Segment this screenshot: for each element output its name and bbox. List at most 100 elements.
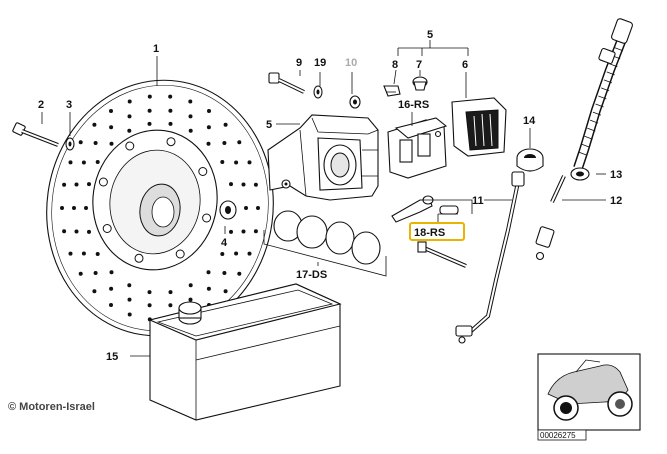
disc-hole (109, 109, 113, 113)
hub-bolt (198, 167, 208, 176)
hub-bolt (98, 177, 108, 187)
hose-rib (603, 79, 613, 84)
label-5-caliper: 5 (266, 119, 272, 131)
disc-hole (127, 312, 132, 317)
disc-hole (147, 121, 152, 126)
disc-hole (253, 182, 258, 187)
hose-rib (598, 95, 607, 100)
hub-bolt (102, 224, 112, 233)
fitting-12 (535, 175, 566, 261)
disc-hole (93, 141, 98, 145)
disc-hole (74, 182, 79, 187)
label-5-top: 5 (427, 29, 433, 41)
disc-hole (62, 229, 67, 234)
disc-hole (78, 271, 83, 276)
disc-hole (223, 289, 228, 294)
disc-hole (147, 108, 152, 113)
leader-lines (41, 40, 606, 357)
hose-rib (606, 71, 615, 76)
hub-bolt (134, 253, 144, 263)
bleeder-valve-8 (383, 85, 401, 97)
disc-hole (206, 141, 211, 146)
disc-hole (109, 303, 113, 307)
disc-hole (247, 160, 252, 165)
disc-hole (68, 160, 73, 165)
disc-hole (147, 94, 152, 99)
disc-hole (127, 114, 132, 119)
hose-rib (600, 87, 610, 92)
hose-rib (595, 103, 604, 108)
disc-hole (222, 141, 227, 145)
disc-hole (168, 108, 173, 113)
disc-hole (87, 229, 91, 234)
disc-hole (109, 125, 114, 130)
label-4: 4 (221, 237, 228, 249)
brake-caliper (267, 114, 379, 201)
disc-hole (109, 141, 114, 146)
disc-hole (168, 121, 173, 126)
hose-rib (584, 135, 593, 140)
disc-hole (60, 206, 64, 210)
disc-hole (92, 289, 97, 294)
disc-hole (168, 290, 173, 295)
disc-hole (109, 286, 114, 291)
disc-hole (109, 270, 114, 275)
highlight-18-rs (409, 222, 465, 241)
label-6: 6 (462, 59, 468, 71)
disc-hole (247, 251, 252, 256)
disc-hole (78, 140, 83, 145)
part-labels: 1 2 3 4 5 5 6 7 8 9 10 11 12 13 14 15 16… (38, 29, 622, 363)
disc-hole (220, 252, 225, 256)
disc-hole (84, 206, 88, 210)
disc-hole (95, 252, 100, 256)
disc-hole (72, 206, 76, 210)
brake-line-11 (455, 171, 525, 344)
hub-bolt (166, 137, 176, 147)
disc-hole (92, 122, 97, 127)
hub-bolt (202, 213, 212, 223)
grommet-14 (516, 148, 544, 172)
disc-hole (207, 109, 211, 113)
disc-hole (188, 114, 193, 119)
disc-hole (81, 251, 86, 256)
disc-hole (188, 99, 193, 104)
disc-hole (229, 229, 233, 234)
label-1: 1 (153, 43, 159, 55)
disc-hole (223, 122, 228, 127)
hub-bolt (125, 141, 135, 151)
hose-rib (592, 111, 602, 116)
label-8: 8 (392, 59, 398, 71)
label-9: 9 (296, 57, 302, 69)
disc-hole (147, 303, 152, 308)
disc-hole (206, 270, 211, 275)
hose-rib (614, 47, 624, 52)
hose-rib (609, 63, 618, 68)
hub-bolt (175, 249, 185, 259)
disc-hole (237, 140, 242, 145)
disc-hole (241, 229, 246, 234)
disc-hole (188, 297, 193, 302)
label-18-rs: 18-RS (414, 227, 445, 239)
label-12: 12 (610, 195, 622, 207)
disc-hole (68, 251, 73, 256)
label-2: 2 (38, 99, 44, 111)
disc-hole (147, 290, 152, 295)
label-16-rs: 16-RS (398, 99, 429, 111)
disc-hole (244, 206, 248, 210)
disc-hole (127, 297, 132, 302)
label-7: 7 (416, 59, 422, 71)
hose-rib (578, 151, 588, 156)
disc-hole (168, 94, 173, 99)
brake-fluid-can-15 (148, 283, 342, 421)
disc-hole (168, 303, 173, 308)
label-14: 14 (523, 115, 536, 127)
disc-hole (93, 271, 98, 275)
disc-hole (95, 160, 100, 164)
disc-hole (127, 128, 132, 133)
motorcycle-thumbnail: 00026275 (537, 353, 641, 441)
disc-hole (188, 128, 193, 133)
bolt-2 (12, 122, 59, 147)
disc-hole (127, 283, 132, 288)
label-17-ds: 17-DS (296, 269, 327, 281)
